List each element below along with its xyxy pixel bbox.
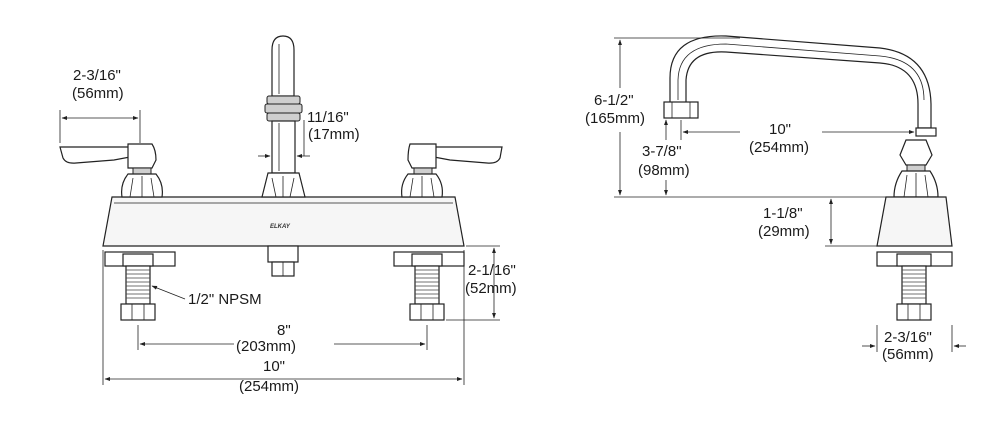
shank-height-inch: 2-1/16" xyxy=(468,262,516,279)
spout-outlet-height-mm: (98mm) xyxy=(638,162,690,179)
spout-reach-mm: (254mm) xyxy=(749,139,809,156)
center-spout xyxy=(261,35,306,198)
side-view: 6-1/2" (165mm) 3-7/8" (98mm) 10" (254mm)… xyxy=(585,35,966,363)
center-spacing-inch: 8" xyxy=(277,322,291,339)
dim-spout-reach: 10" (254mm) xyxy=(680,120,915,156)
center-spacing-mm: (203mm) xyxy=(236,338,296,355)
shank-width-mm: (56mm) xyxy=(882,346,934,363)
overall-height-mm: (165mm) xyxy=(585,110,645,127)
center-supply-stub xyxy=(267,245,299,277)
dim-overall-width: 10" (254mm) xyxy=(102,250,465,395)
spout-outlet-height-inch: 3-7/8" xyxy=(642,143,682,160)
dim-thread-callout: 1/2" NPSM xyxy=(151,285,262,308)
overall-height-inch: 6-1/2" xyxy=(594,92,634,109)
dim-handle-width: 2-3/16" (56mm) xyxy=(59,67,141,143)
dim-overall-height: 6-1/2" (165mm) xyxy=(585,37,886,198)
dim-spout-diameter: 11/16" (17mm) xyxy=(258,109,360,158)
body-height-mm: (29mm) xyxy=(758,223,810,240)
deck-body: ELKAY xyxy=(102,196,465,247)
handle-width-inch: 2-3/16" xyxy=(73,67,121,84)
dim-shank-width: 2-3/16" (56mm) xyxy=(862,325,966,363)
brand-logo: ELKAY xyxy=(270,224,291,230)
overall-width-inch: 10" xyxy=(263,358,285,375)
dim-shank-height: 2-1/16" (52mm) xyxy=(446,245,517,321)
spout-diameter-inch: 11/16" xyxy=(307,109,349,126)
handle-width-mm: (56mm) xyxy=(72,85,124,102)
swing-spout xyxy=(663,35,937,137)
dim-body-height: 1-1/8" (29mm) xyxy=(758,198,877,247)
side-body xyxy=(876,139,953,321)
thread-label: 1/2" NPSM xyxy=(188,291,262,308)
shank-width-inch: 2-3/16" xyxy=(884,329,932,346)
front-view: ELKAY xyxy=(59,35,517,395)
dim-spout-outlet-height: 3-7/8" (98mm) xyxy=(638,119,690,196)
spout-reach-inch: 10" xyxy=(769,121,791,138)
overall-width-mm: (254mm) xyxy=(239,378,299,395)
left-shank xyxy=(120,253,156,321)
right-handle xyxy=(401,143,503,198)
spout-diameter-mm: (17mm) xyxy=(308,126,360,143)
shank-height-mm: (52mm) xyxy=(465,280,517,297)
left-handle xyxy=(59,143,163,198)
dim-center-spacing: 8" (203mm) xyxy=(137,322,428,355)
body-height-inch: 1-1/8" xyxy=(763,205,803,222)
right-shank xyxy=(409,253,445,321)
